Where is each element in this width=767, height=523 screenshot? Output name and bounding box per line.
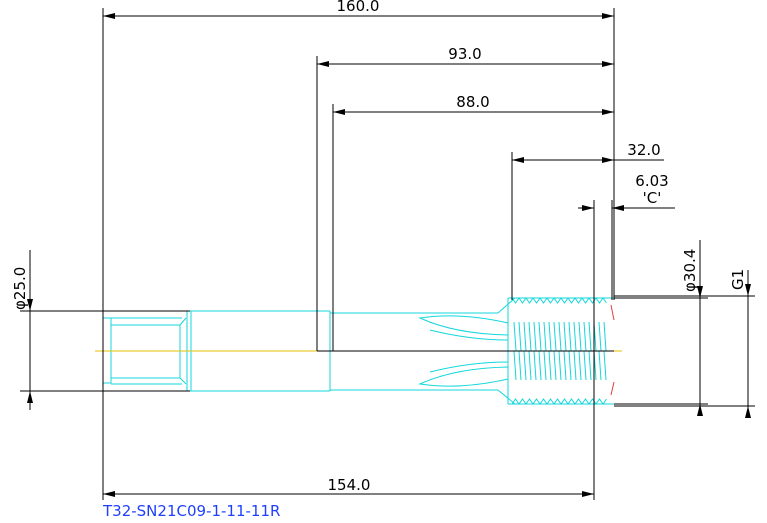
thread-teeth-bottom (511, 398, 607, 405)
dim-chamfer-label: 'C' (643, 189, 662, 207)
part-number: T32-SN21C09-1-11-11R (102, 502, 280, 520)
thread-end-marks (610, 304, 615, 396)
dim-total-length: 160.0 (337, 0, 380, 15)
thread-teeth-top (511, 297, 607, 304)
dim-overall-tool: 154.0 (328, 476, 371, 494)
thread-teeth-middle (513, 321, 607, 381)
dim-diameter-thread: φ30.4 (681, 249, 699, 292)
dim-thread-size: G1 (729, 269, 747, 290)
dim-thread-length: 32.0 (627, 141, 660, 159)
dim-diameter-shank: φ25.0 (11, 267, 29, 310)
dim-88: 88.0 (456, 93, 489, 111)
dim-chamfer: 6.03 (635, 172, 668, 190)
dimension-lines (20, 8, 755, 500)
dim-93: 93.0 (448, 45, 481, 63)
